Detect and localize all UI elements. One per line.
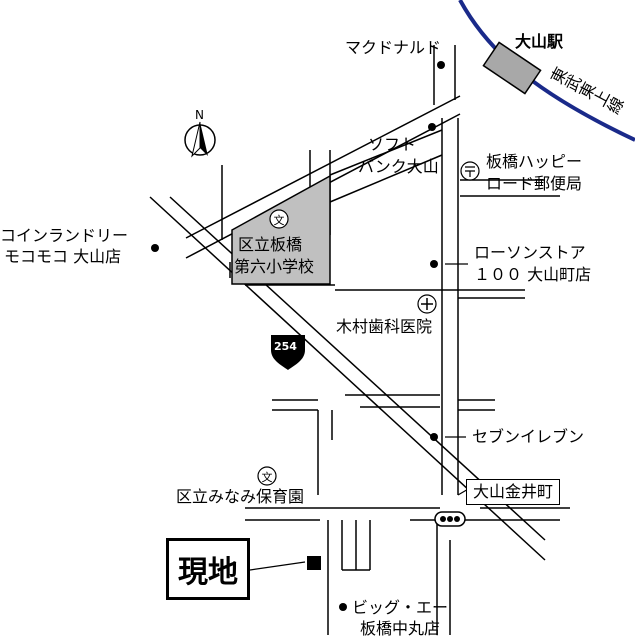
big-a-label-line1: ビッグ・エー [352, 598, 449, 617]
seven-eleven-label: セブンイレブン [472, 427, 585, 446]
nursery-label: 区立みなみ保育園 [176, 487, 305, 506]
post-office-label-line1: 板橋ハッピー [486, 152, 583, 171]
landmark-dots [151, 61, 445, 611]
laundry-label-line2: モコモコ 大山店 [4, 247, 122, 266]
laundry-dot [151, 244, 159, 252]
current-location-marker [307, 556, 321, 570]
post-office-label-line2: ロード郵便局 [486, 174, 583, 193]
north-label: N [195, 108, 204, 122]
nursery-school-icon: 文 [257, 466, 277, 486]
softbank-label-line2: バンク大山 [358, 157, 439, 176]
post-office-icon [460, 161, 480, 181]
svg-text:文: 文 [274, 213, 285, 227]
softbank-dot [428, 123, 436, 131]
dental-label: 木村歯科医院 [336, 317, 433, 336]
school-block [231, 174, 331, 285]
big-a-label-line2: 板橋中丸店 [360, 619, 441, 638]
school-label-line2: 第六小学校 [234, 257, 315, 276]
svg-text:文: 文 [262, 470, 273, 484]
route-254-shield-icon [271, 335, 305, 370]
station-building [482, 41, 542, 95]
softbank-label-line1: ソフト [368, 135, 417, 154]
seven-eleven-dot [430, 433, 438, 441]
lawson-label-line1: ローソンストア [474, 243, 586, 262]
mcdonalds-label: マクドナルド [345, 38, 442, 57]
route-number-label: 254 [274, 340, 297, 353]
mcdonalds-dot [437, 61, 445, 69]
laundry-label-line1: コインランドリー [0, 226, 129, 245]
intersection-label: 大山金井町 [466, 479, 561, 505]
railway-line [458, 0, 635, 142]
school-label-line1: 区立板橋 [238, 235, 303, 254]
current-location-label: 現地 [166, 538, 250, 600]
lawson-label-line2: １００ 大山町店 [474, 265, 592, 284]
lawson-dot [430, 260, 438, 268]
station-label: 大山駅 [515, 32, 564, 51]
north-arrow-icon [184, 121, 216, 158]
big-a-dot [339, 603, 347, 611]
clinic-icon [417, 294, 437, 314]
traffic-signal-icon [434, 511, 466, 527]
school-icon: 文 [269, 209, 289, 229]
